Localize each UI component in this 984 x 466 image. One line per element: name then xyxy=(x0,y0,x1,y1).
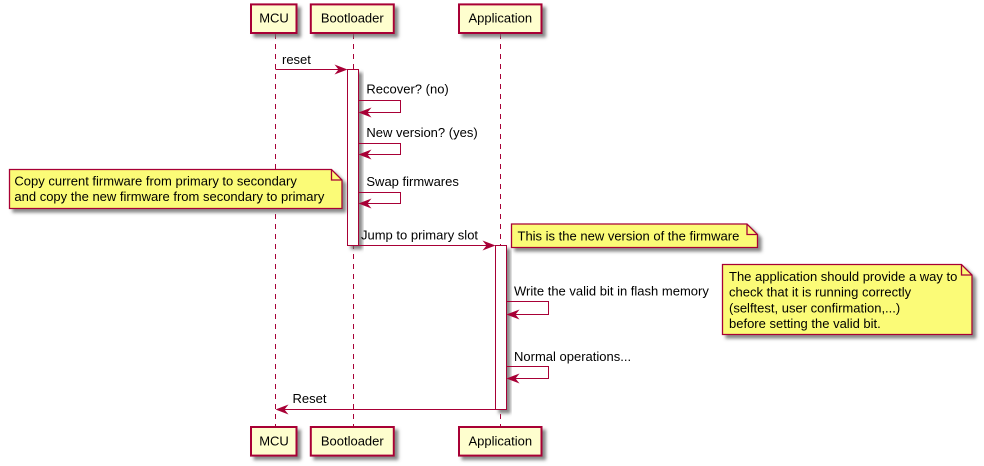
svg-text:Jump to primary slot: Jump to primary slot xyxy=(361,228,478,243)
svg-text:Bootloader: Bootloader xyxy=(321,434,385,449)
svg-text:The application should provide: The application should provide a way to xyxy=(729,269,957,284)
svg-text:reset: reset xyxy=(282,52,311,67)
svg-text:Application: Application xyxy=(468,434,532,449)
svg-text:(selftest, user confirmation,.: (selftest, user confirmation,...) xyxy=(729,300,900,315)
svg-text:MCU: MCU xyxy=(259,434,289,449)
svg-text:Normal operations...: Normal operations... xyxy=(514,349,631,364)
svg-text:Swap firmwares: Swap firmwares xyxy=(366,174,459,189)
svg-text:Write the valid bit in flash m: Write the valid bit in flash memory xyxy=(514,284,709,299)
svg-text:Bootloader: Bootloader xyxy=(321,11,385,26)
svg-text:New version? (yes): New version? (yes) xyxy=(366,125,477,140)
svg-text:This is the new version of the: This is the new version of the firmware xyxy=(518,229,740,244)
svg-text:Recover? (no): Recover? (no) xyxy=(366,82,448,97)
svg-text:Application: Application xyxy=(468,11,532,26)
svg-text:before setting the valid bit.: before setting the valid bit. xyxy=(729,316,881,331)
svg-text:and copy the new firmware from: and copy the new firmware from secondary… xyxy=(14,189,324,204)
svg-text:Reset: Reset xyxy=(293,391,327,406)
svg-text:check that it is running corre: check that it is running correctly xyxy=(729,285,912,300)
svg-text:MCU: MCU xyxy=(259,11,289,26)
svg-text:Copy current firmware from pri: Copy current firmware from primary to se… xyxy=(14,174,297,189)
